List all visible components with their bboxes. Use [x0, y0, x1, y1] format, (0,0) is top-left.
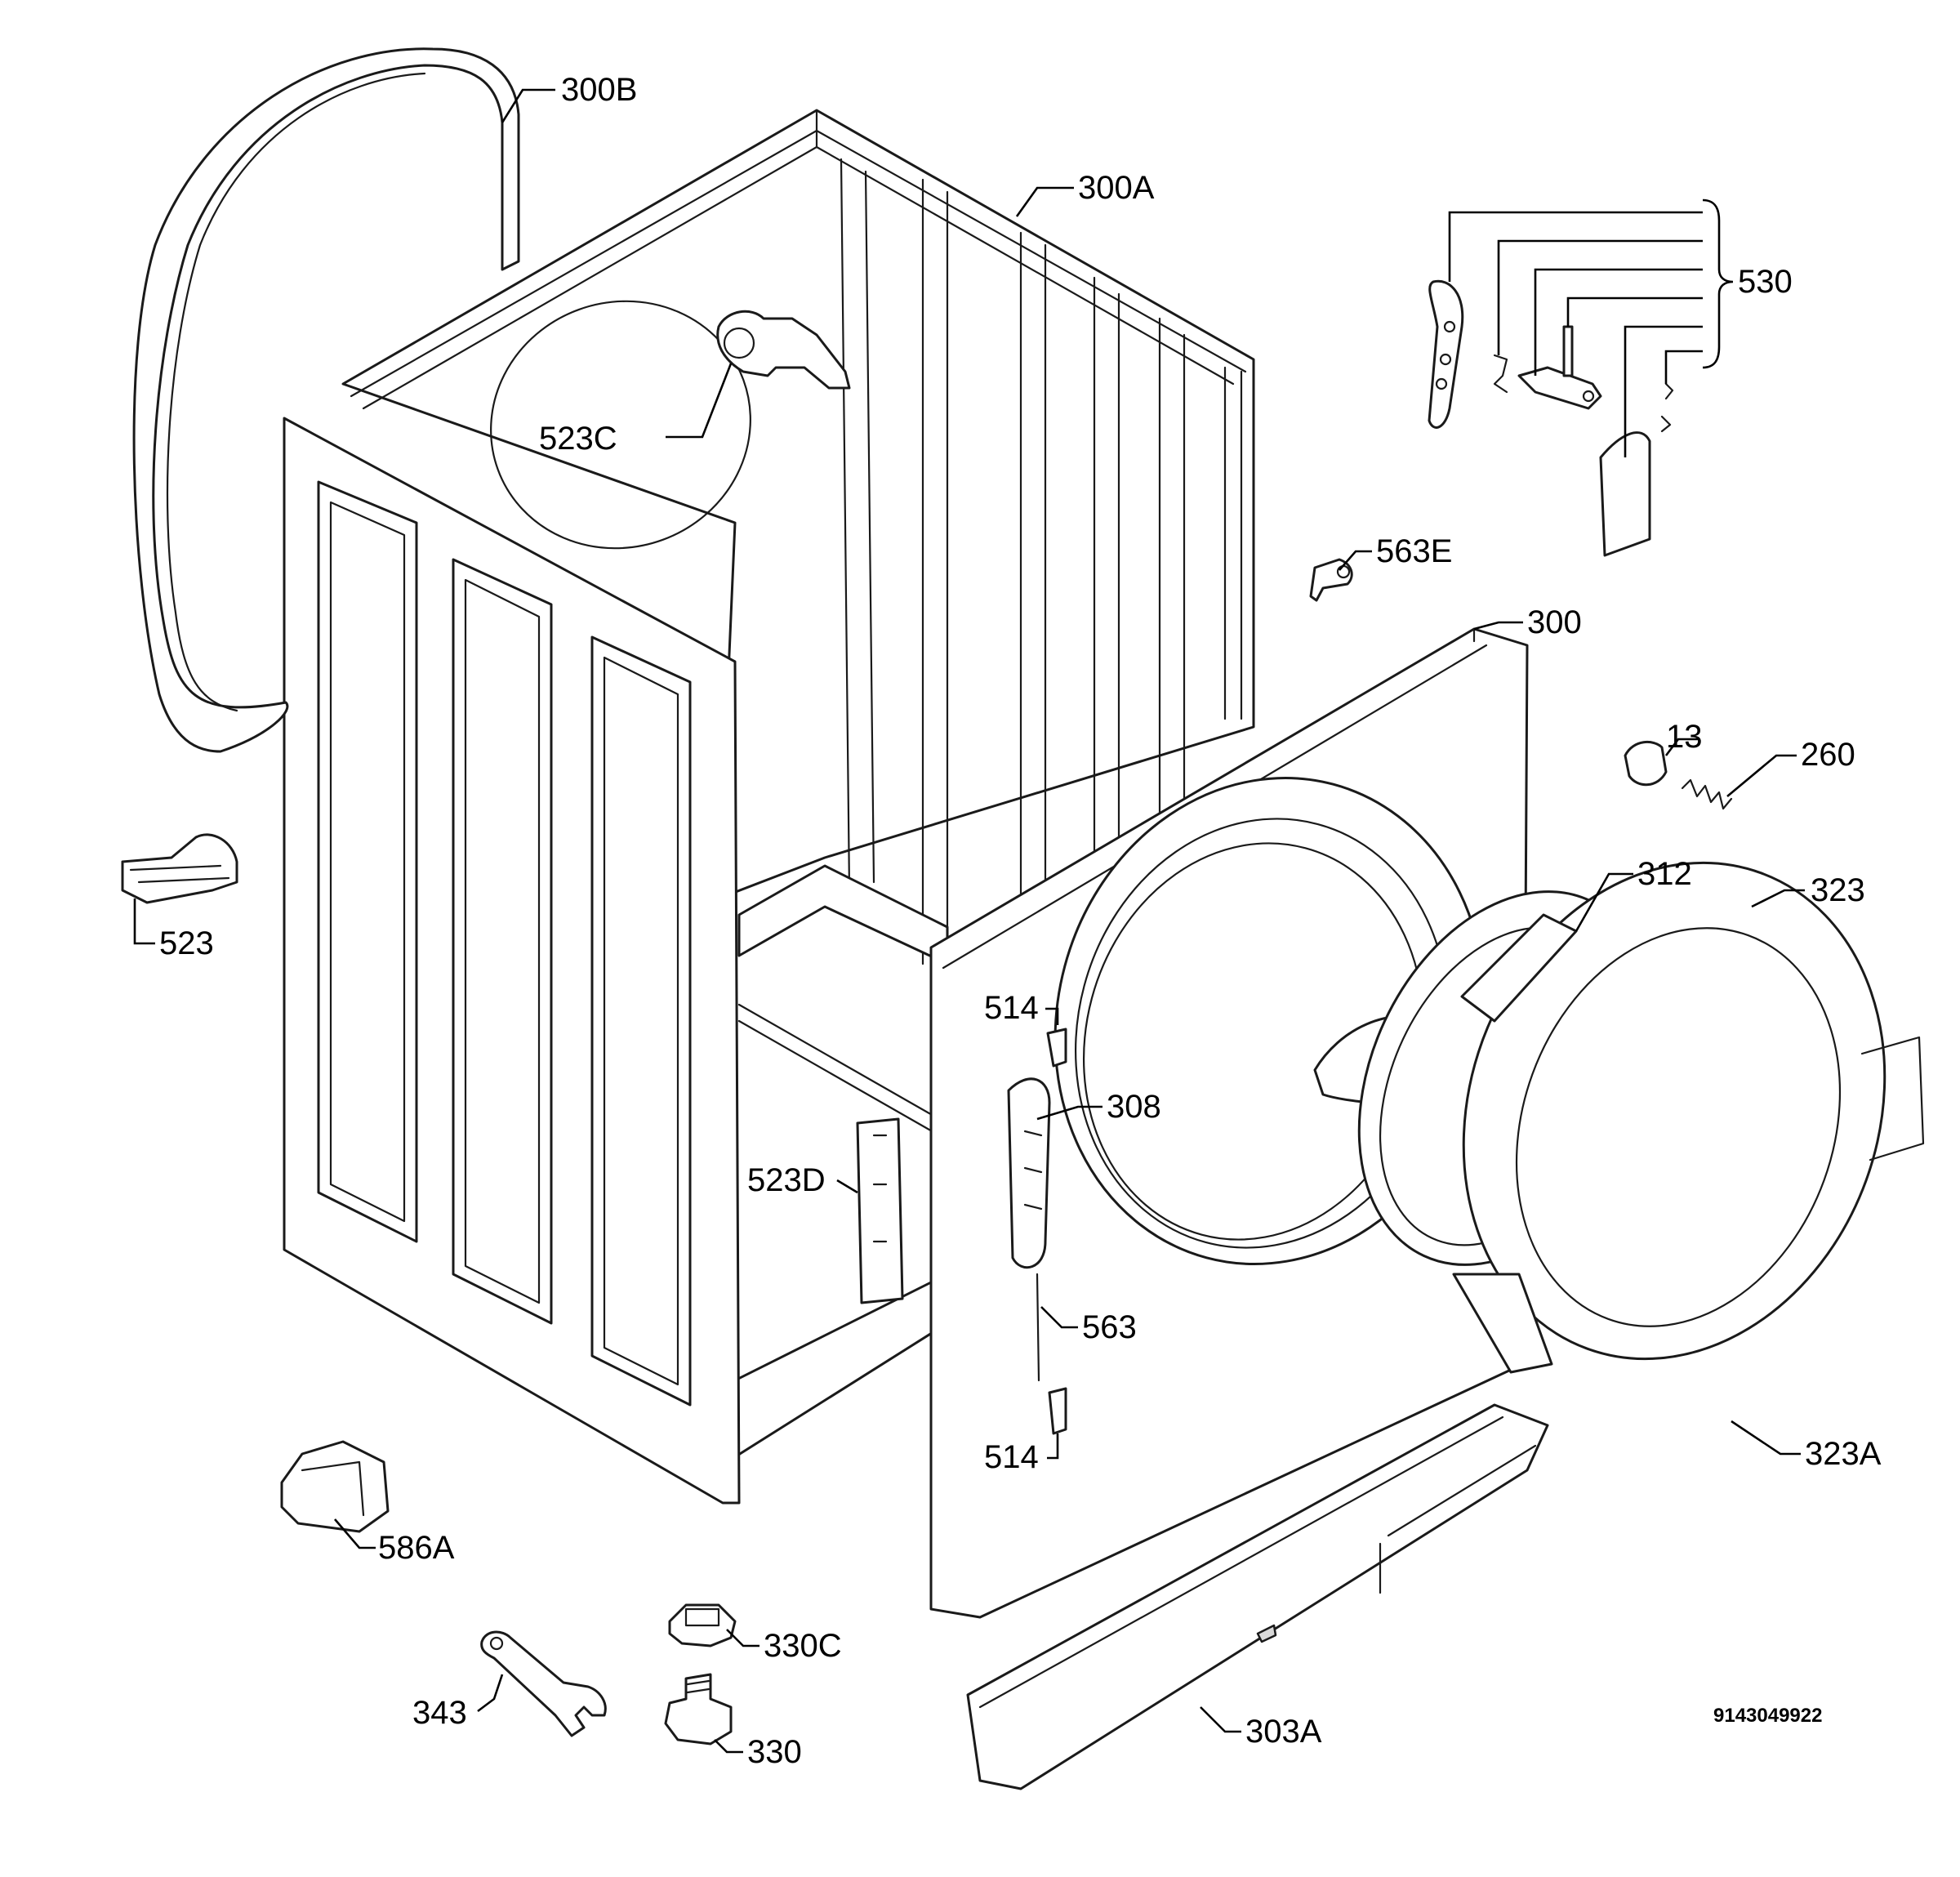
label-323A: 323A [1805, 1436, 1882, 1472]
pins-514-and-rod-563 [1036, 1028, 1067, 1435]
label-300: 300 [1527, 604, 1582, 640]
label-312: 312 [1637, 856, 1692, 892]
label-563E: 563E [1376, 533, 1452, 569]
label-330: 330 [747, 1734, 802, 1770]
wrench-343 [480, 1630, 607, 1737]
part-labels: 300B 300A 523C 530 563E 300 13 260 312 3… [159, 72, 1882, 1770]
leader-lines [133, 88, 1805, 1754]
parts-13-and-260 [1624, 740, 1733, 810]
label-260: 260 [1801, 737, 1855, 773]
label-300A: 300A [1078, 170, 1155, 206]
strip-523D [856, 1117, 904, 1304]
label-523C: 523C [539, 421, 617, 457]
hinge-308 [1007, 1077, 1051, 1269]
diagram-code: 9143049922 [1713, 1705, 1822, 1727]
label-523D: 523D [747, 1162, 826, 1198]
fitting-330 [664, 1673, 733, 1745]
plinth-303A [966, 1403, 1549, 1790]
cabinet-300A [283, 109, 1255, 1505]
label-563: 563 [1082, 1309, 1137, 1345]
label-323: 323 [1811, 872, 1865, 908]
label-330C: 330C [764, 1628, 842, 1664]
label-514-top: 514 [984, 990, 1039, 1026]
label-343: 343 [412, 1695, 467, 1731]
rear-gasket-300B [132, 47, 520, 753]
label-514-bottom: 514 [984, 1439, 1039, 1475]
label-523: 523 [159, 925, 214, 961]
label-308: 308 [1107, 1089, 1161, 1125]
hinge-kit-530 [1428, 279, 1674, 557]
label-530: 530 [1738, 264, 1793, 300]
door-frame-323 [1452, 861, 1925, 1374]
bracket-523C [716, 310, 851, 390]
label-303A: 303A [1245, 1714, 1322, 1750]
bracket-523 [121, 833, 238, 904]
part-586A [280, 1440, 390, 1533]
label-586A: 586A [378, 1530, 455, 1566]
label-300B: 300B [561, 72, 637, 108]
label-13: 13 [1666, 719, 1703, 755]
nut-330C [668, 1603, 737, 1647]
part-563E [1309, 558, 1353, 602]
